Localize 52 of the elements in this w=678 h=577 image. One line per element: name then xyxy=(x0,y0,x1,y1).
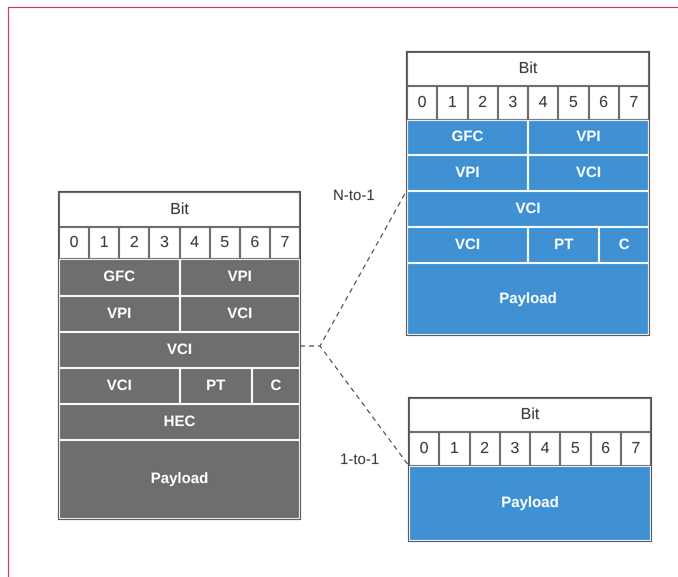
bit-header-cell: 5 xyxy=(558,86,588,120)
bit-header-cell: 6 xyxy=(240,227,270,259)
cell-frame xyxy=(406,51,650,336)
bit-header-cell: Bit xyxy=(59,192,300,227)
field-cell: VPI xyxy=(59,296,180,332)
field-cell: Payload xyxy=(407,263,649,335)
field-cell: GFC xyxy=(407,120,528,155)
cell-frame xyxy=(58,191,301,520)
field-cell: C xyxy=(599,227,649,263)
bit-header-cell: 5 xyxy=(560,432,590,466)
bit-header-cell: 1 xyxy=(439,432,470,466)
bit-header-cell: 7 xyxy=(620,432,651,466)
bit-header-cell: Bit xyxy=(407,52,649,86)
bit-header-cell: 1 xyxy=(89,227,120,259)
field-cell: VCI xyxy=(180,296,300,332)
bit-header-cell: 0 xyxy=(409,432,440,466)
field-cell: Payload xyxy=(409,466,651,541)
bit-header-cell: 7 xyxy=(270,227,300,259)
field-cell: VCI xyxy=(59,368,180,404)
field-cell: PT xyxy=(180,368,252,404)
field-cell: PT xyxy=(528,227,600,263)
field-cell: VPI xyxy=(180,259,300,296)
field-cell: VCI xyxy=(528,155,649,191)
field-cell: VCI xyxy=(407,227,528,263)
field-cell: VCI xyxy=(407,191,649,227)
bit-header-cell: 7 xyxy=(618,86,649,120)
bit-header-cell: 6 xyxy=(588,86,619,120)
bit-header-cell: 2 xyxy=(468,86,498,120)
bit-header-cell: 2 xyxy=(470,432,500,466)
bit-header-cell: 0 xyxy=(407,86,438,120)
field-cell: VCI xyxy=(59,332,300,368)
bit-header-cell: 4 xyxy=(180,227,210,259)
bit-header-cell: 1 xyxy=(437,86,468,120)
cell-frame xyxy=(408,397,652,542)
bit-header-cell: 4 xyxy=(530,432,560,466)
field-cell: GFC xyxy=(59,259,180,296)
bit-header-cell: 6 xyxy=(590,432,621,466)
edge-label: 1-to-1 xyxy=(340,452,380,467)
edge-label: N-to-1 xyxy=(333,188,375,203)
field-cell: Payload xyxy=(59,440,300,519)
field-cell: HEC xyxy=(59,404,300,440)
field-cell: VPI xyxy=(528,120,649,155)
bit-header-cell: 2 xyxy=(119,227,150,259)
bit-header-cell: 4 xyxy=(528,86,558,120)
bit-header-cell: 0 xyxy=(59,227,90,259)
bit-header-cell: 3 xyxy=(498,86,528,120)
bit-header-cell: 3 xyxy=(500,432,530,466)
bit-header-cell: Bit xyxy=(409,398,651,432)
field-cell: C xyxy=(252,368,300,404)
bit-header-cell: 3 xyxy=(149,227,180,259)
bit-header-cell: 5 xyxy=(210,227,240,259)
field-cell: VPI xyxy=(407,155,528,191)
